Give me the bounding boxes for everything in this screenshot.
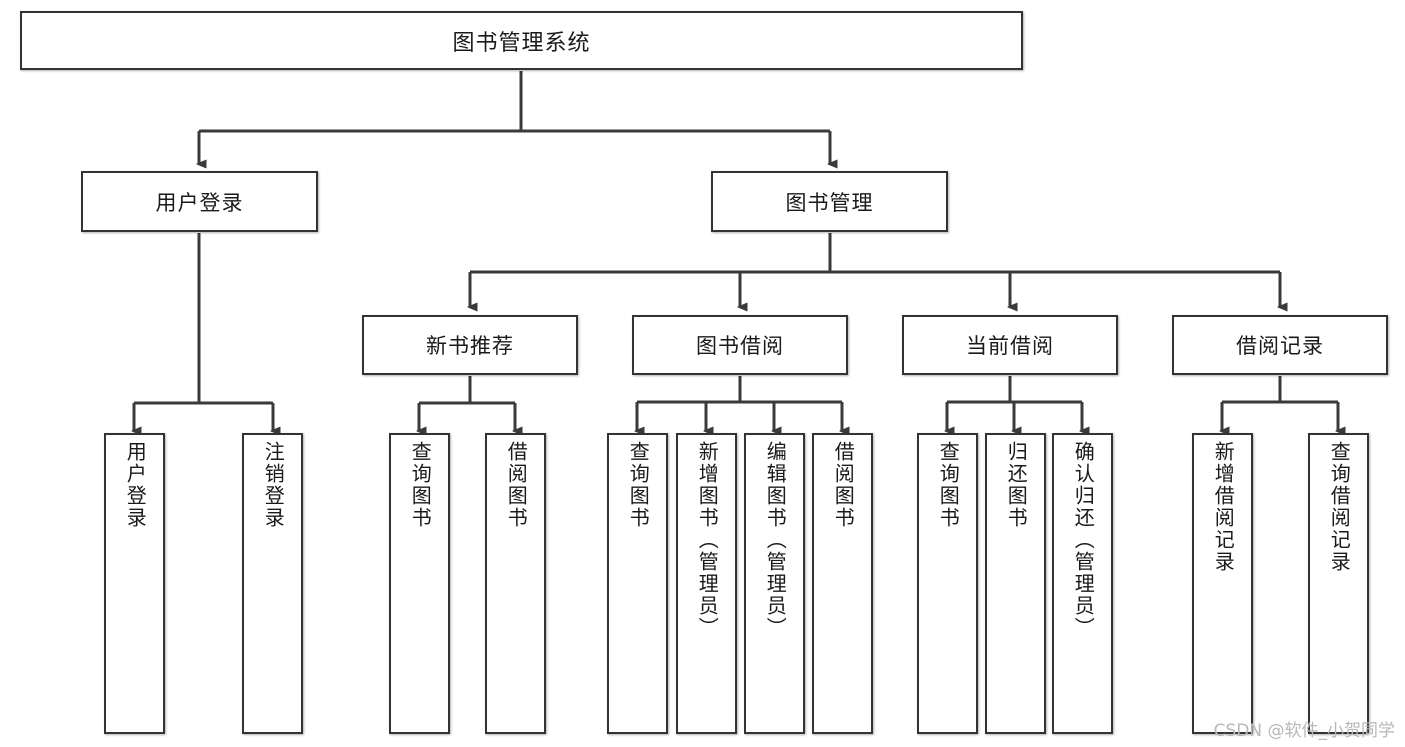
node-label: 查询图书 xyxy=(408,441,433,529)
node-borrow-record[interactable]: 借阅记录 xyxy=(1172,315,1388,375)
leaf-book-borrow-query-book[interactable]: 查询图书 xyxy=(607,433,668,734)
node-label: 归还图书 xyxy=(1004,441,1029,529)
node-label: 借阅记录 xyxy=(1236,334,1324,358)
leaf-book-borrow-add-book-admin[interactable]: 新增图书（管理员） xyxy=(676,433,737,734)
node-label: 当前借阅 xyxy=(966,334,1054,358)
leaf-new-book-query-book[interactable]: 查询图书 xyxy=(389,433,450,734)
node-label: 确认归还（管理员） xyxy=(1071,441,1096,639)
node-label: 编辑图书（管理员） xyxy=(763,441,788,639)
node-label: 借阅图书 xyxy=(504,441,529,529)
node-new-book-recommend[interactable]: 新书推荐 xyxy=(362,315,578,375)
node-label: 查询图书 xyxy=(936,441,961,529)
node-label: 借阅图书 xyxy=(831,441,856,529)
node-label: 查询借阅记录 xyxy=(1327,441,1352,573)
node-label: 查询图书 xyxy=(626,441,651,529)
node-label: 新增借阅记录 xyxy=(1211,441,1236,573)
node-root-system[interactable]: 图书管理系统 xyxy=(20,11,1023,70)
node-label: 图书管理 xyxy=(785,190,874,215)
node-current-borrow[interactable]: 当前借阅 xyxy=(902,315,1118,375)
node-label: 图书借阅 xyxy=(696,334,784,358)
node-label: 用户登录 xyxy=(123,441,148,529)
node-user-login[interactable]: 用户登录 xyxy=(81,171,318,232)
node-label: 新增图书（管理员） xyxy=(695,441,720,639)
node-label: 注销登录 xyxy=(261,441,286,529)
leaf-borrow-record-add-record[interactable]: 新增借阅记录 xyxy=(1192,433,1253,734)
leaf-borrow-record-query-record[interactable]: 查询借阅记录 xyxy=(1308,433,1369,734)
leaf-new-book-borrow-book[interactable]: 借阅图书 xyxy=(485,433,546,734)
leaf-book-borrow-edit-book-admin[interactable]: 编辑图书（管理员） xyxy=(744,433,805,734)
leaf-current-borrow-query-book[interactable]: 查询图书 xyxy=(917,433,978,734)
node-book-management[interactable]: 图书管理 xyxy=(711,171,948,232)
leaf-user-login-signout[interactable]: 注销登录 xyxy=(242,433,303,734)
node-label: 用户登录 xyxy=(155,190,244,215)
node-book-borrow[interactable]: 图书借阅 xyxy=(632,315,848,375)
csdn-watermark: CSDN @软件_小贺同学 xyxy=(1213,721,1395,741)
leaf-current-borrow-return-book[interactable]: 归还图书 xyxy=(985,433,1046,734)
leaf-current-borrow-confirm-return-admin[interactable]: 确认归还（管理员） xyxy=(1052,433,1113,734)
leaf-book-borrow-borrow-book[interactable]: 借阅图书 xyxy=(812,433,873,734)
node-label: 图书管理系统 xyxy=(452,30,591,56)
node-label: 新书推荐 xyxy=(426,334,514,358)
leaf-user-login-signin[interactable]: 用户登录 xyxy=(104,433,165,734)
